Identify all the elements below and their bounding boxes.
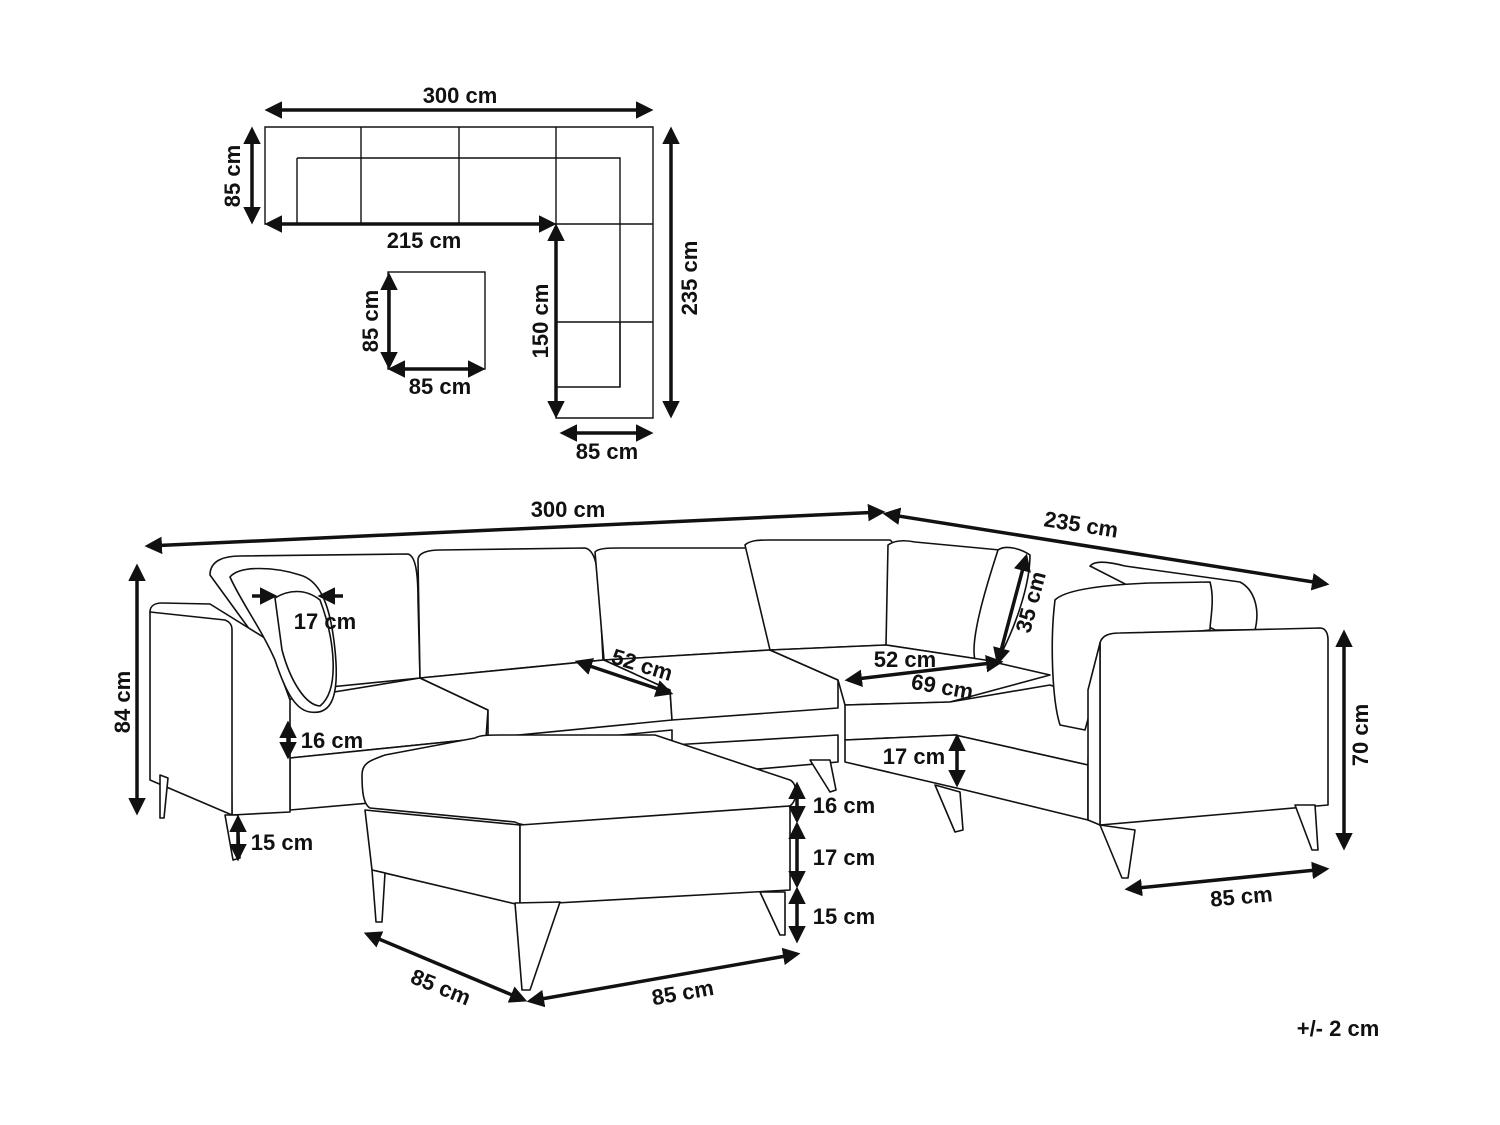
front-side-label: 235 cm <box>1042 506 1120 542</box>
plan-bottom-label: 85 cm <box>576 439 638 464</box>
front-width-arrow <box>144 503 886 555</box>
ottoman-leg-label: 15 cm <box>813 904 875 929</box>
back-cushion <box>417 547 604 679</box>
seat-depth-arrow <box>574 658 674 697</box>
cushion-label: 17 cm <box>294 609 356 634</box>
plan-ottoman-width-label: 85 cm <box>409 374 471 399</box>
back-cushion <box>744 539 896 651</box>
back-cushion <box>594 547 771 661</box>
left-pillow-side <box>274 590 334 707</box>
plan-arm-label: 150 cm <box>528 284 553 359</box>
plan-ottoman <box>387 271 486 370</box>
perspective-view: 300 cm 235 cm 84 cm 70 cm 17 cm 52 cm 52… <box>110 497 1373 1010</box>
plan-right-label: 235 cm <box>677 241 702 316</box>
ottoman-leg <box>514 901 561 991</box>
seat-depth2-label: 52 cm <box>874 647 936 672</box>
ottoman-leg <box>759 891 786 936</box>
sofa-leg <box>159 774 169 819</box>
back-height-arrow <box>993 553 1031 666</box>
plan-inner-label: 215 cm <box>387 228 462 253</box>
right-depth-arrow <box>1124 861 1330 897</box>
right-seat-height-label: 17 cm <box>883 744 945 769</box>
plan-width-label: 300 cm <box>423 83 498 108</box>
right-armrest <box>1099 627 1329 826</box>
ottoman-width-label: 85 cm <box>650 975 716 1010</box>
plan-ottoman-height-label: 85 cm <box>358 290 383 352</box>
corner-arrow <box>844 654 1004 688</box>
ottoman-top-label: 16 cm <box>813 793 875 818</box>
seat-thick-label: 16 cm <box>301 728 363 753</box>
right-height-label: 70 cm <box>1348 704 1373 766</box>
ottoman-side-left <box>364 809 521 906</box>
leg-label: 15 cm <box>251 830 313 855</box>
sofa-leg <box>1099 824 1136 879</box>
sofa-leg <box>1294 804 1319 851</box>
front-height-label: 84 cm <box>110 671 135 733</box>
sofa-leg <box>809 759 837 793</box>
plan-depth-label: 85 cm <box>220 145 245 207</box>
tolerance-note: +/- 2 cm <box>1297 1016 1380 1041</box>
front-width-label: 300 cm <box>531 497 606 522</box>
ottoman-mid-label: 17 cm <box>813 845 875 870</box>
right-depth-label: 85 cm <box>1209 881 1273 911</box>
plan-view: 300 cm 85 cm 215 cm 235 cm 150 cm 85 cm … <box>220 83 702 464</box>
ottoman-depth-label: 85 cm <box>407 964 474 1011</box>
ottoman-depth-arrow <box>363 931 528 1003</box>
ottoman-width-arrow <box>526 947 801 1008</box>
left-armrest-front <box>149 611 233 816</box>
front-side-arrow <box>882 507 1330 591</box>
ottoman-leg <box>371 869 386 923</box>
sofa-leg <box>934 784 964 833</box>
